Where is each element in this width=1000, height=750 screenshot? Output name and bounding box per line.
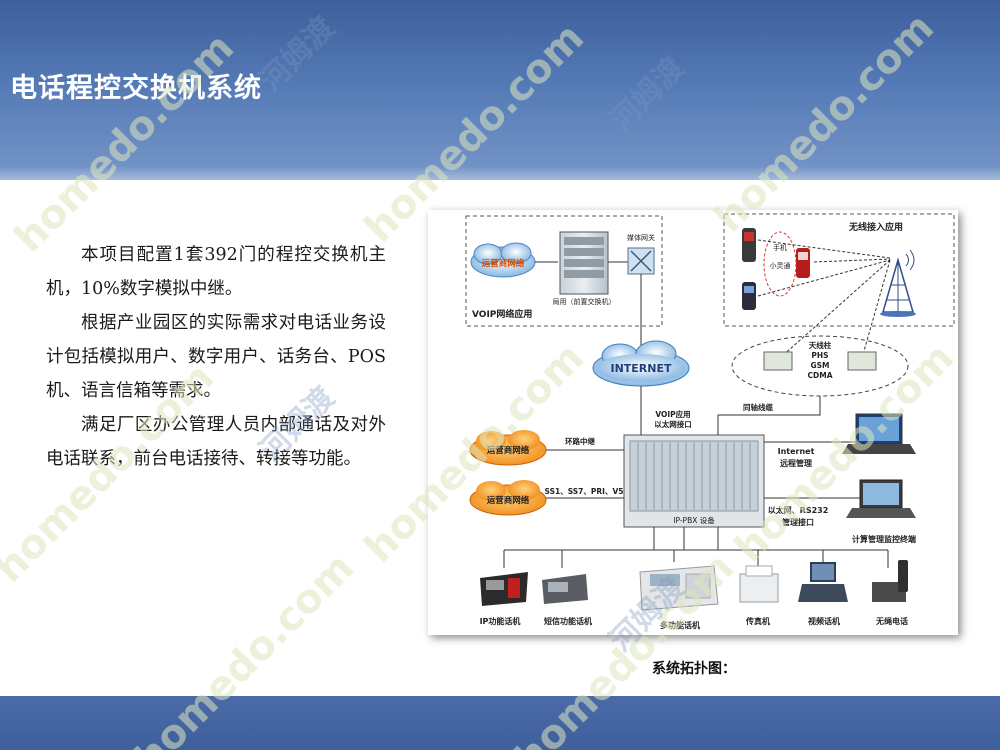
internet-cloud: INTERNET [592, 340, 690, 387]
management-laptop-icon [846, 479, 916, 518]
fax-machine-icon [739, 565, 779, 603]
phs-phone-icon [742, 282, 756, 310]
voip-port-label-0: VOIP应用 [655, 409, 690, 419]
footer-band [0, 696, 1000, 750]
operator-cloud-1-label: 运营商网络 [487, 445, 530, 456]
body-paragraph-1: 本项目配置1套392门的程控交换机主机，10%数字模拟中继。 [46, 245, 386, 299]
topology-diagram: VOIP网络应用 运营商网络 局用（前置交换机） 媒体网关 无 [428, 210, 958, 635]
voip-box-label: VOIP网络应用 [472, 308, 532, 320]
body-paragraph-3: 满足厂区办公管理人员内部通话及对外电话联系，前台电话接待、转接等功能。 [46, 415, 386, 469]
pbx-label: IP-PBX 设备 [673, 515, 715, 525]
wireless-box [723, 213, 955, 327]
voip-port-label-1: 以太网接口 [654, 419, 692, 429]
internet-remote-label-0: Internet [778, 447, 815, 456]
operator-cloud-2: 运营商网络 [469, 480, 547, 516]
antenna-base-icon-1 [763, 351, 793, 371]
operator-cloud-2-label: 运营商网络 [487, 495, 530, 506]
voip-cloud-label: 运营商网络 [482, 258, 525, 269]
digital-trunk-label: SS1、SS7、PRI、V5 [545, 487, 624, 496]
device-label-video: 视频话机 [808, 616, 840, 626]
handset-label-phs: 小灵通 [770, 261, 791, 270]
handset-label-mobile: 手机 [773, 243, 787, 252]
device-label-ip-phone: IP功能话机 [480, 616, 521, 626]
slide-title: 电话程控交换机系统 [10, 73, 262, 104]
device-label-multifunction: 多功能话机 [660, 620, 700, 630]
internet-remote-label-1: 远程管理 [780, 458, 812, 468]
terminal-label: 计算管理监控终端 [852, 534, 916, 544]
antenna-label-2: GSM [810, 361, 829, 370]
voip-operator-cloud: 运营商网络 [470, 242, 536, 278]
cordless-phone-icon [872, 560, 908, 602]
ip-phone-icon [480, 572, 528, 606]
antenna-tower-icon [880, 249, 916, 317]
body-paragraph-2: 根据产业园区的实际需求对电话业务设计包括模拟用户、数字用户、话务台、POS机、语… [46, 313, 386, 401]
video-phone-icon [798, 562, 848, 602]
front-switch-icon [559, 231, 609, 295]
body-text: 本项目配置1套392门的程控交换机主机，10%数字模拟中继。 根据产业园区的实际… [46, 238, 386, 476]
ethernet-mgmt-label-1: 管理接口 [782, 517, 814, 527]
remote-laptop-icon [842, 413, 916, 454]
coax-label: 同轴线缆 [743, 402, 773, 412]
red-phone-icon [796, 248, 810, 278]
device-label-fax: 传真机 [745, 616, 770, 626]
operator-cloud-1: 运营商网络 [469, 430, 547, 466]
ethernet-mgmt-label-0: 以太网、RS232 [768, 505, 829, 515]
media-gateway-label: 媒体网关 [627, 233, 655, 242]
ip-pbx-cabinet: IP-PBX 设备 [623, 434, 765, 528]
antenna-label-3: CDMA [808, 371, 833, 380]
diagram-caption: 系统拓扑图： [652, 661, 736, 677]
front-switch-label: 局用（前置交换机） [553, 297, 616, 306]
device-label-sms-phone: 短信功能话机 [544, 616, 592, 626]
internet-label: INTERNET [610, 362, 672, 375]
wireless-box-label: 无线接入应用 [848, 221, 903, 233]
antenna-label-0: 天线柱 [809, 340, 832, 350]
header-band: 电话程控交换机系统 [0, 0, 1000, 180]
topology-svg: VOIP网络应用 运营商网络 局用（前置交换机） 媒体网关 无 [465, 213, 955, 630]
sms-phone-icon [542, 574, 588, 604]
media-gateway-icon [627, 247, 655, 275]
mobile-phone-icon [742, 228, 756, 262]
voip-box [465, 215, 663, 327]
multifunction-phone-icon [639, 565, 719, 611]
device-label-cordless: 无绳电话 [875, 616, 908, 626]
loop-trunk-label: 环路中继 [565, 436, 595, 446]
antenna-base-icon-2 [847, 351, 877, 371]
antenna-label-1: PHS [811, 351, 828, 360]
